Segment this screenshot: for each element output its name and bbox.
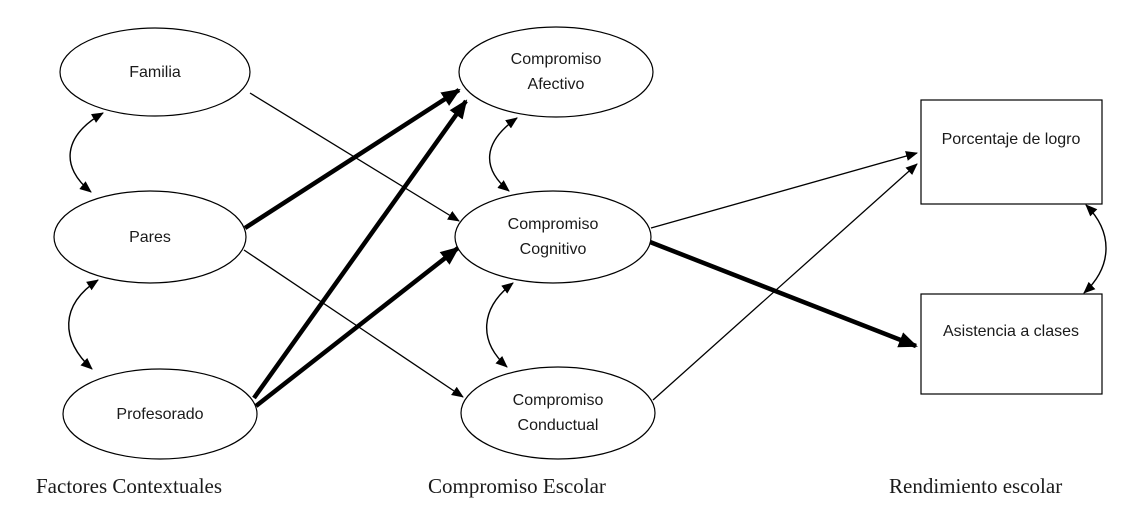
edge-pares-afectivo [243, 88, 461, 230]
compromiso-conductual-ellipse [460, 366, 656, 460]
node-label-compromiso-conductual: Compromiso Conductual [512, 392, 604, 434]
profesorado-ellipse [62, 368, 258, 460]
edge-cognitivo-asistencia [649, 239, 918, 349]
edge-profesorado-afectivo [252, 99, 468, 400]
group-label-compromiso-escolar: Compromiso Escolar [428, 474, 606, 498]
edge-profesorado-cognitivo [254, 246, 460, 408]
node-label-compromiso-afectivo: Compromiso Afectivo [510, 51, 602, 93]
node-label-porcentaje-logro: Porcentaje de logro [941, 131, 1081, 148]
edge-logro-asistencia-correlation [1083, 204, 1107, 294]
node-label-asistencia-clases: Asistencia a clases [942, 323, 1080, 340]
edge-pares-profesorado-correlation [68, 279, 99, 370]
compromiso-afectivo-ellipse [458, 26, 654, 118]
group-label-rendimiento-escolar: Rendimiento escolar [889, 474, 1063, 498]
compromiso-cognitivo-ellipse [454, 190, 652, 284]
porcentaje-logro-rect [920, 99, 1103, 205]
edge-pares-conductual [243, 249, 464, 398]
node-label-pares: Pares [129, 229, 171, 246]
edge-cognitivo-logro [650, 151, 918, 229]
node-label-compromiso-cognitivo: Compromiso Cognitivo [507, 216, 599, 258]
node-label-profesorado: Profesorado [116, 406, 204, 423]
node-label-familia: Familia [129, 64, 181, 81]
familia-ellipse [59, 27, 251, 117]
pares-ellipse [53, 190, 247, 284]
edge-familia-pares-correlation [69, 112, 104, 193]
asistencia-clases-rect [920, 293, 1103, 395]
edge-cognitivo-conductual-correlation [485, 282, 514, 368]
edge-afectivo-cognitivo-correlation [488, 117, 518, 192]
group-label-factores-contextuales: Factores Contextuales [36, 474, 223, 498]
edge-conductual-logro [652, 163, 918, 401]
